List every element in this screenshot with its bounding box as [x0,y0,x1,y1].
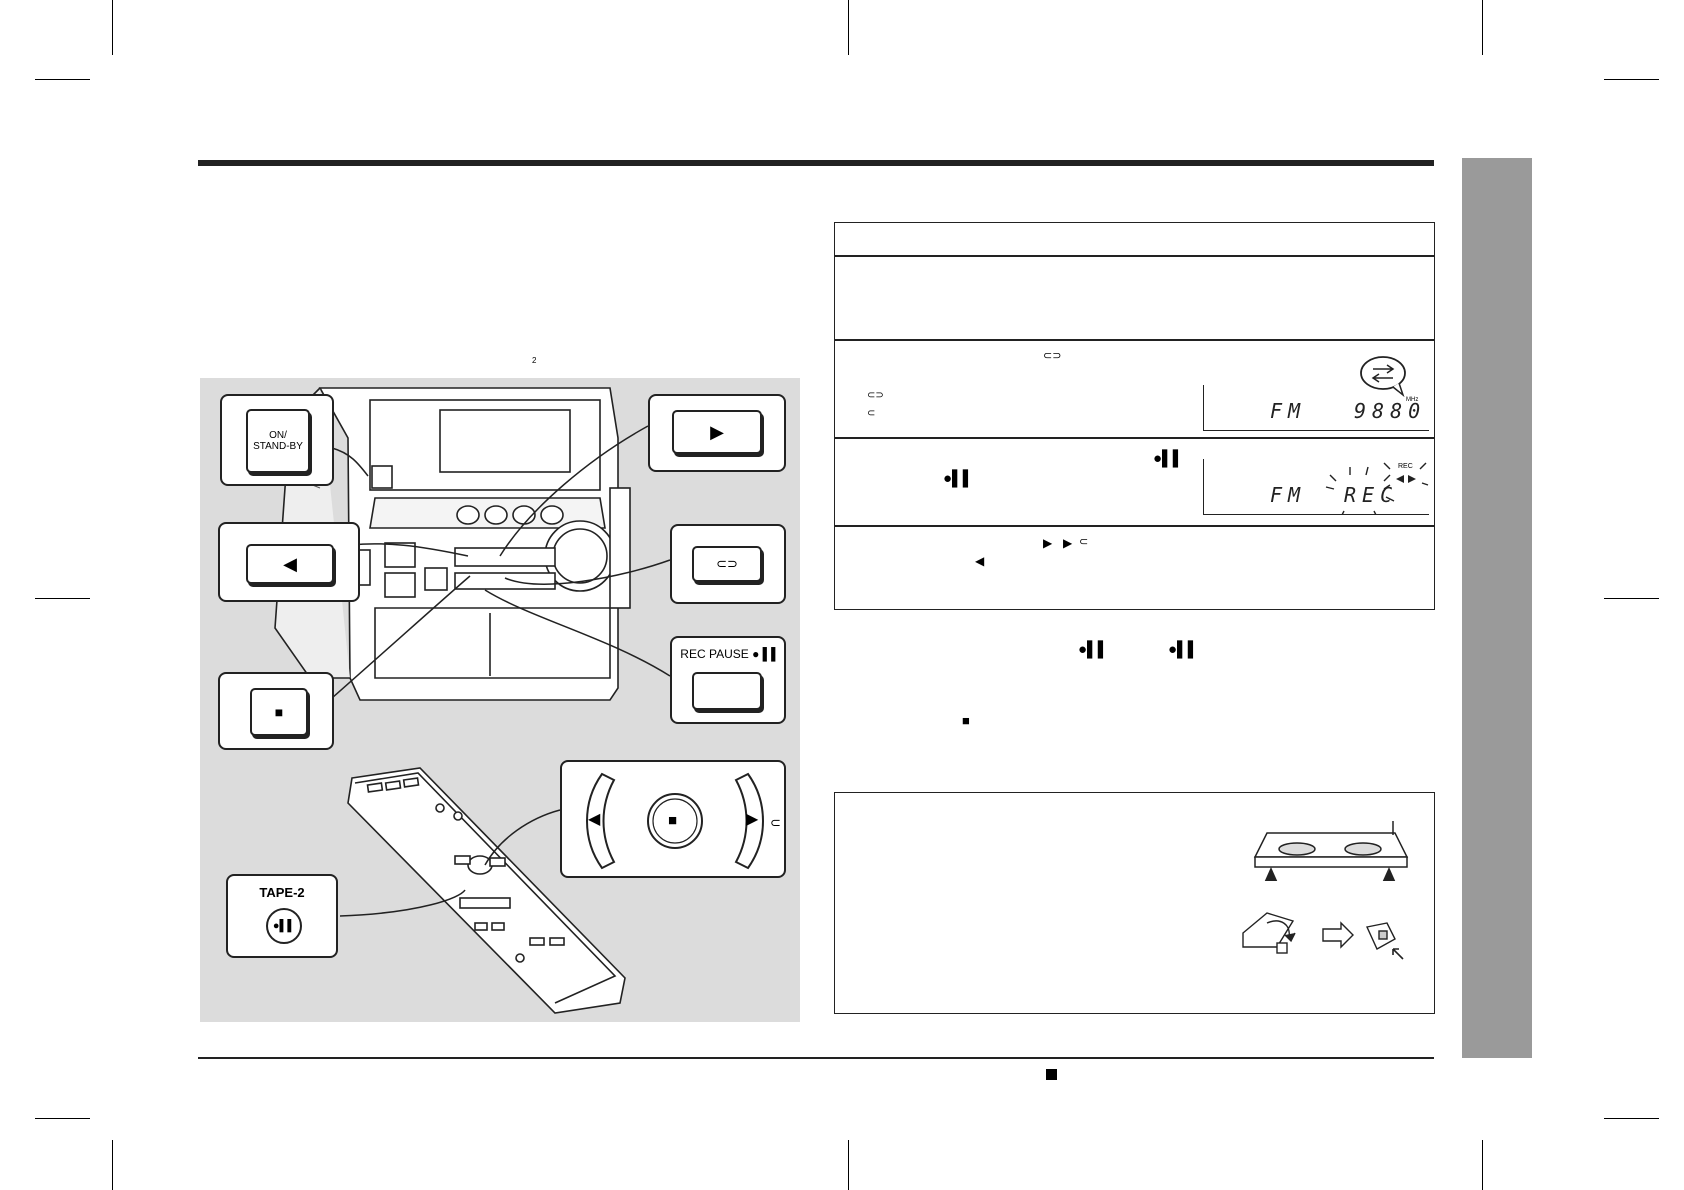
crop-mark [112,1140,113,1190]
section-side-tab [1462,158,1532,1058]
cassette-tabs-drawing [1253,821,1409,881]
tape2-label: TAPE-2 [259,885,305,900]
tape2-rec-pause-button[interactable]: ●▌▌ [266,908,302,944]
display-step3: FM REC REC [1203,459,1429,515]
crop-mark [1604,598,1659,599]
rec-pause-icon: ●▌▌ [1153,450,1184,467]
rec-pause-callout: REC PAUSE ● ▌▌ [670,636,786,724]
crop-mark [848,0,849,55]
direction-callout: ⊂⊃ [670,524,786,604]
procedure-panel: ⊂⊃ ⊂⊃ ⊂ FM 9880 MHz ●▌▌ ●▌▌ FM REC REC ▶ [834,222,1435,610]
panel-divider [835,339,1434,341]
page-marker-square [1046,1069,1057,1080]
crop-mark [35,598,90,599]
crop-mark [1482,0,1483,55]
header-rule [198,160,1434,166]
stop-callout: ■ [218,672,334,750]
on-standby-button[interactable]: ON/ STAND-BY [246,409,310,473]
display-band: FM [1270,483,1307,507]
direction-indicator-balloon-icon [1360,356,1406,398]
repeat-icon: ⊂ [770,815,781,830]
reverse-play-callout: ◀ [218,522,360,602]
display-unit: MHz [1406,397,1419,403]
remote-transport-keys [586,772,764,870]
forward-play-button[interactable]: ▶ [672,410,762,454]
rec-pause-label: REC PAUSE ● ▌▌ [680,647,780,661]
crop-mark [35,79,90,80]
rec-pause-icon: ●▌▌ [1078,641,1109,658]
tape-direction-icon: ⊂ [867,408,876,419]
crop-mark [848,1140,849,1190]
crop-mark [1604,1118,1659,1119]
display-frequency: 9880 [1354,399,1427,423]
remote-reverse-icon[interactable]: ◀ [588,811,601,828]
display-step2: FM 9880 MHz [1203,385,1429,431]
panel-divider [835,525,1434,527]
display-rec-indicator: REC [1398,463,1413,470]
repeat-icon: ⊂ [1079,536,1089,548]
tab-removal-drawing [1242,912,1404,960]
remote-transport-callout: ◀ ■ ▶ ⊂ [560,760,786,878]
rec-pause-icon: ●▌▌ [943,470,974,487]
remote-stop-icon[interactable]: ■ [668,812,678,829]
stop-icon: ■ [962,713,970,728]
unit-illustration: ON/ STAND-BY ◀ ■ ▶ ⊂⊃ REC PAUSE ● ▌▌ ◀ ■… [200,378,800,1022]
forward-play-callout: ▶ [648,394,786,472]
display-rec-status: REC [1344,483,1399,507]
play-icon: ▶ [1063,536,1073,550]
rec-pause-button[interactable] [692,672,762,710]
panel-divider [835,255,1434,257]
footnote-mark: 2 [532,356,537,365]
tape-direction-icon: ⊂⊃ [867,390,884,401]
crop-mark [35,1118,90,1119]
display-band: FM [1270,399,1307,423]
reverse-play-button[interactable]: ◀ [246,544,334,584]
stop-button[interactable]: ■ [250,688,308,736]
crop-mark [1482,1140,1483,1190]
on-standby-callout: ON/ STAND-BY [220,394,334,486]
note-panel [834,792,1435,1014]
tape2-callout: TAPE-2 ●▌▌ [226,874,338,958]
stereo-unit-drawing [274,387,671,1014]
rec-pause-icon: ●▌▌ [1168,641,1199,658]
play-icon: ▶ [1043,536,1053,550]
blinking-rays-icon [1325,462,1429,515]
reverse-icon: ◀ [975,554,985,568]
panel-divider [835,437,1434,439]
footer-rule [198,1057,1434,1059]
crop-mark [1604,79,1659,80]
remote-forward-icon[interactable]: ▶ [746,811,759,828]
crop-mark [112,0,113,55]
direction-button[interactable]: ⊂⊃ [692,546,762,582]
tape-direction-icon: ⊂⊃ [1043,350,1062,362]
